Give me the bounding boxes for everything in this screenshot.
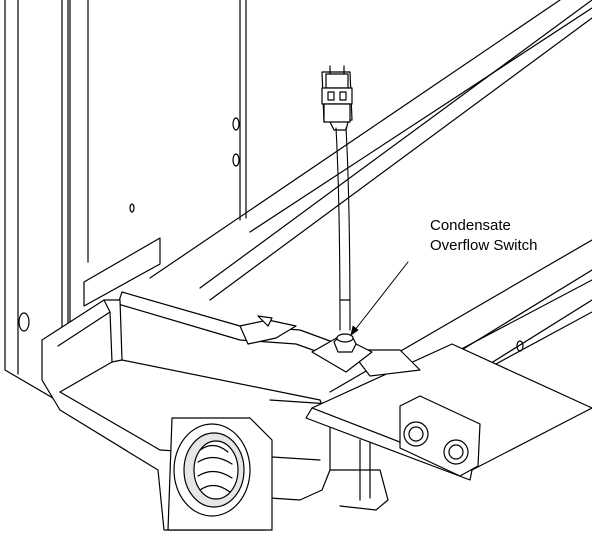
- inner-wall: [83, 0, 247, 307]
- connector-plug: [321, 65, 353, 131]
- threaded-outlet: [167, 417, 273, 531]
- overflow-switch: [311, 127, 373, 373]
- callout-label-line-2: Overflow Switch: [430, 237, 538, 254]
- callout-leader-line: [350, 261, 409, 336]
- angle-bracket: [305, 343, 592, 481]
- callout-arrowhead: [350, 325, 359, 336]
- mounting-strap: [117, 291, 361, 365]
- condensate-overflow-switch-label: Condensate Overflow Switch: [430, 216, 580, 256]
- callout-label-line-1: Condensate: [430, 217, 511, 234]
